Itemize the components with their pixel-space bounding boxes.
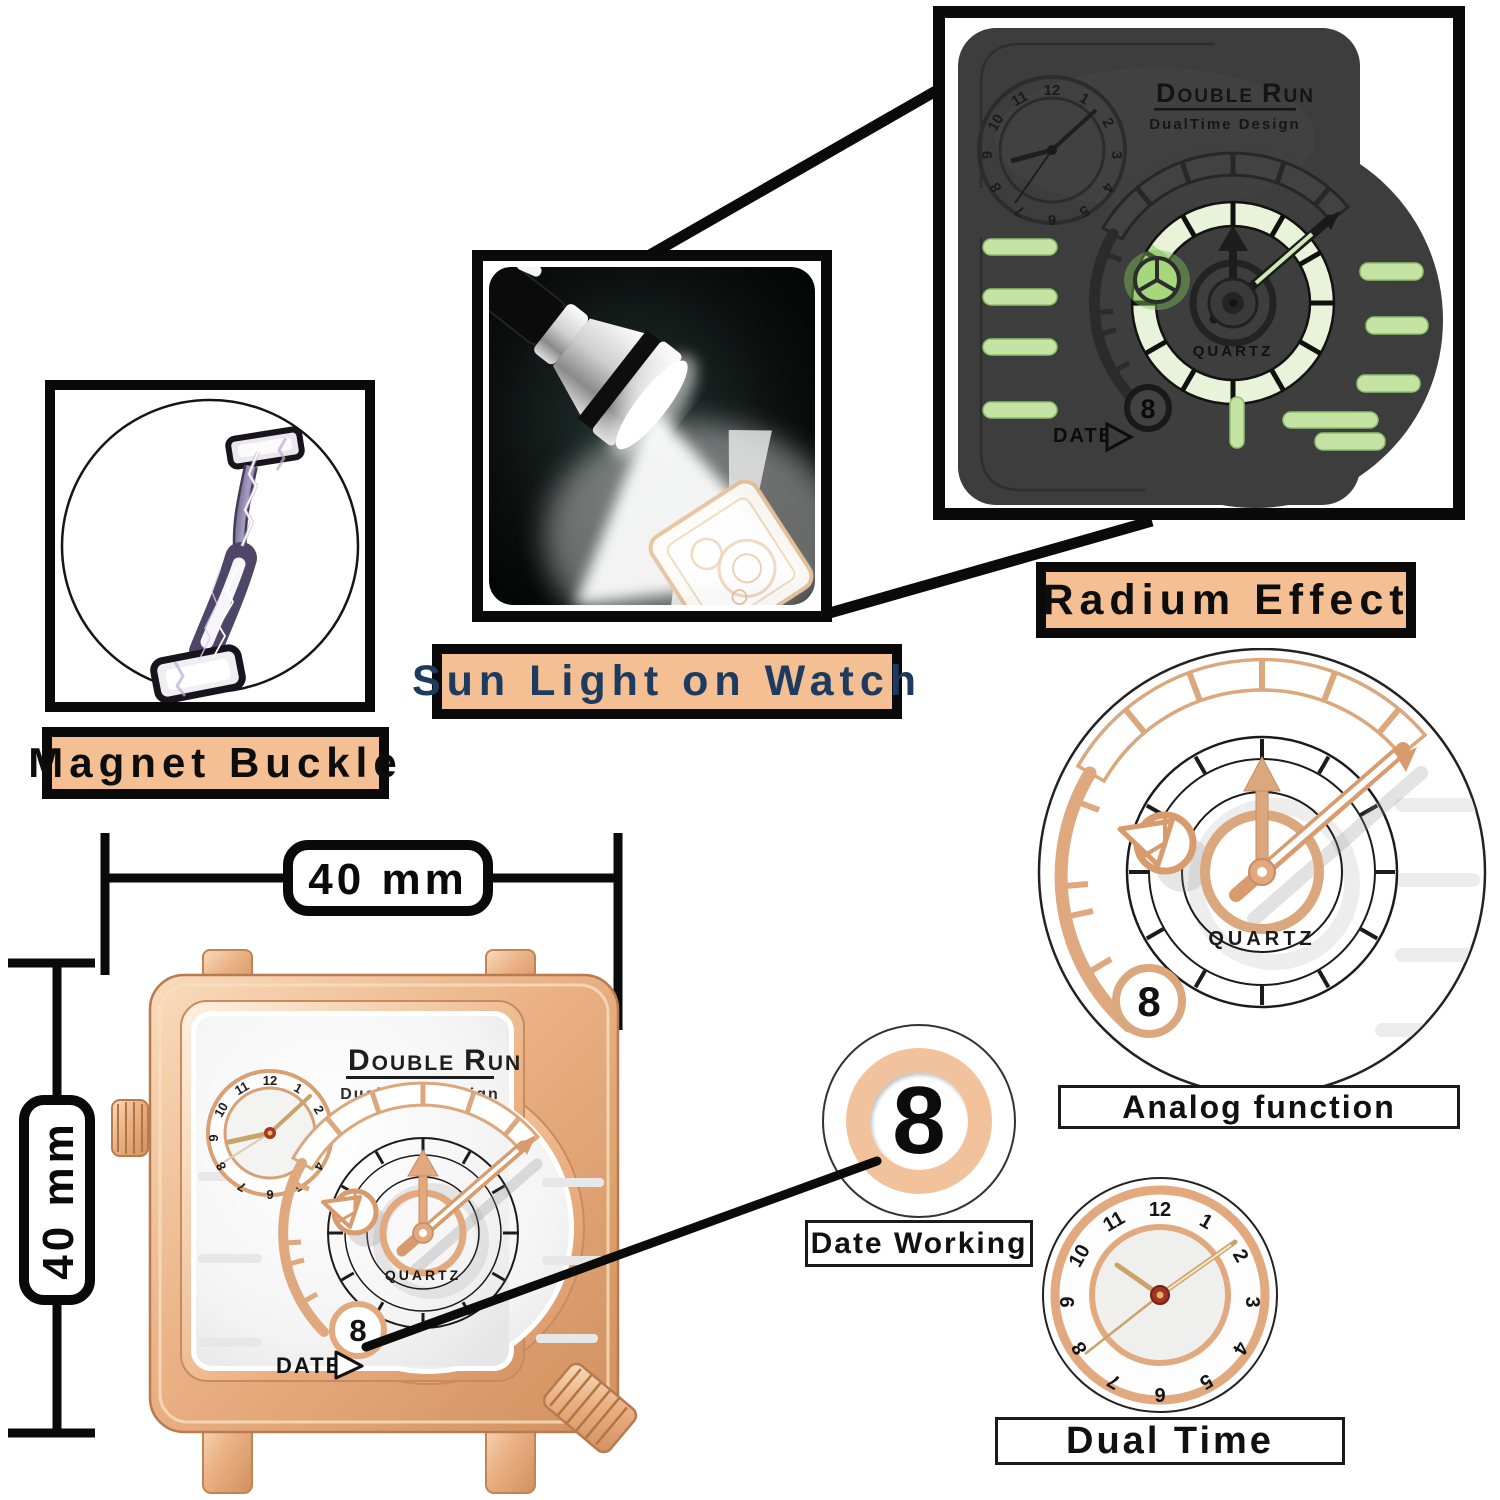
magnet-buckle-graphic <box>60 398 360 702</box>
brand-un: UN <box>1284 86 1315 107</box>
date-working-label: Date Working <box>805 1220 1033 1267</box>
sunlight-label: Sun Light on Watch <box>412 644 916 719</box>
date-arrow-icon <box>1105 421 1135 453</box>
zoom-connector-top <box>645 79 951 261</box>
date-value: 8 <box>349 1313 366 1348</box>
svg-text:6: 6 <box>1048 211 1056 228</box>
radium-main-dial: QUARTZ 8 DATE <box>982 141 1429 465</box>
width-dimension: 40 mm <box>100 833 623 1030</box>
date-window <box>1112 964 1186 1038</box>
analog-label: Analog function <box>1058 1085 1460 1129</box>
analog-closeup: QUARTZ 8 <box>1037 648 1487 1097</box>
flashlight-scene <box>489 267 815 605</box>
svg-text:3: 3 <box>1241 1296 1263 1307</box>
analog-label-text: Analog function <box>1122 1088 1396 1125</box>
date-working-value: 8 <box>892 1067 946 1174</box>
quartz-label: QUARTZ <box>1208 928 1315 950</box>
date-label: DATE <box>276 1353 342 1378</box>
svg-text:12: 12 <box>1149 1199 1171 1221</box>
lightning-effect <box>173 437 288 697</box>
svg-text:3: 3 <box>1108 151 1125 159</box>
radium-brand: DOUBLE RUN DualTime Design <box>1149 78 1315 133</box>
magnet-label-text: Magnet Buckle <box>28 739 403 786</box>
lume-bars <box>982 238 1429 451</box>
dual-time-label: Dual Time <box>995 1417 1345 1465</box>
svg-text:12: 12 <box>263 1073 277 1088</box>
date-working-label-text: Date Working <box>810 1226 1028 1260</box>
date-value: 8 <box>1140 394 1155 424</box>
watch-subdial: 12 1 2 3 4 5 6 7 8 9 10 11 <box>206 1069 334 1202</box>
bottom-crown <box>542 1362 638 1454</box>
svg-text:12: 12 <box>1044 82 1061 99</box>
svg-text:6: 6 <box>1154 1383 1165 1405</box>
date-value: 8 <box>1137 978 1160 1025</box>
height-dimension: 40 mm <box>8 958 95 1438</box>
svg-text:9: 9 <box>206 1134 221 1141</box>
date-arrow-icon <box>334 1350 364 1380</box>
quartz-label: QUARTZ <box>385 1267 461 1283</box>
zoom-connector-bottom <box>824 515 1154 620</box>
lit-watch <box>648 429 814 605</box>
radium-hands <box>1124 211 1340 329</box>
radium-date: 8 DATE <box>1053 384 1172 453</box>
brand-r: R <box>1262 78 1284 108</box>
flashlight <box>489 267 697 458</box>
svg-text:9: 9 <box>979 151 996 159</box>
svg-text:9: 9 <box>1057 1296 1079 1307</box>
brand-ouble: OUBLE <box>1178 86 1255 107</box>
svg-text:6: 6 <box>266 1187 273 1202</box>
date-label: DATE <box>1053 425 1114 447</box>
magnet-panel <box>45 380 375 712</box>
dual-time-label-text: Dual Time <box>1066 1419 1274 1462</box>
analog-dial: QUARTZ 8 <box>1054 657 1480 1038</box>
sunlight-panel <box>472 250 832 622</box>
svg-text:10: 10 <box>211 1100 231 1120</box>
dualtime-hands <box>1084 1239 1238 1355</box>
brand-d: D <box>1156 78 1178 108</box>
magnet-label: Magnet Buckle <box>28 727 397 799</box>
width-dimension-label: 40 mm <box>308 855 467 904</box>
quartz-label: QUARTZ <box>1193 343 1274 360</box>
svg-text:11: 11 <box>232 1078 251 1098</box>
dualtime-closeup: 12 1 2 3 4 5 6 7 8 9 10 11 <box>1042 1177 1278 1413</box>
svg-text:11: 11 <box>1009 88 1031 111</box>
brand-tagline: DualTime Design <box>1149 116 1300 133</box>
height-dimension-label: 40 mm <box>34 1120 83 1279</box>
radium-label-text: Radium Effect <box>1042 575 1410 624</box>
magnet-bottom <box>150 644 246 702</box>
radium-label: Radium Effect <box>1036 562 1416 638</box>
svg-text:10: 10 <box>985 111 1008 134</box>
sunlight-label-text: Sun Light on Watch <box>411 657 923 705</box>
